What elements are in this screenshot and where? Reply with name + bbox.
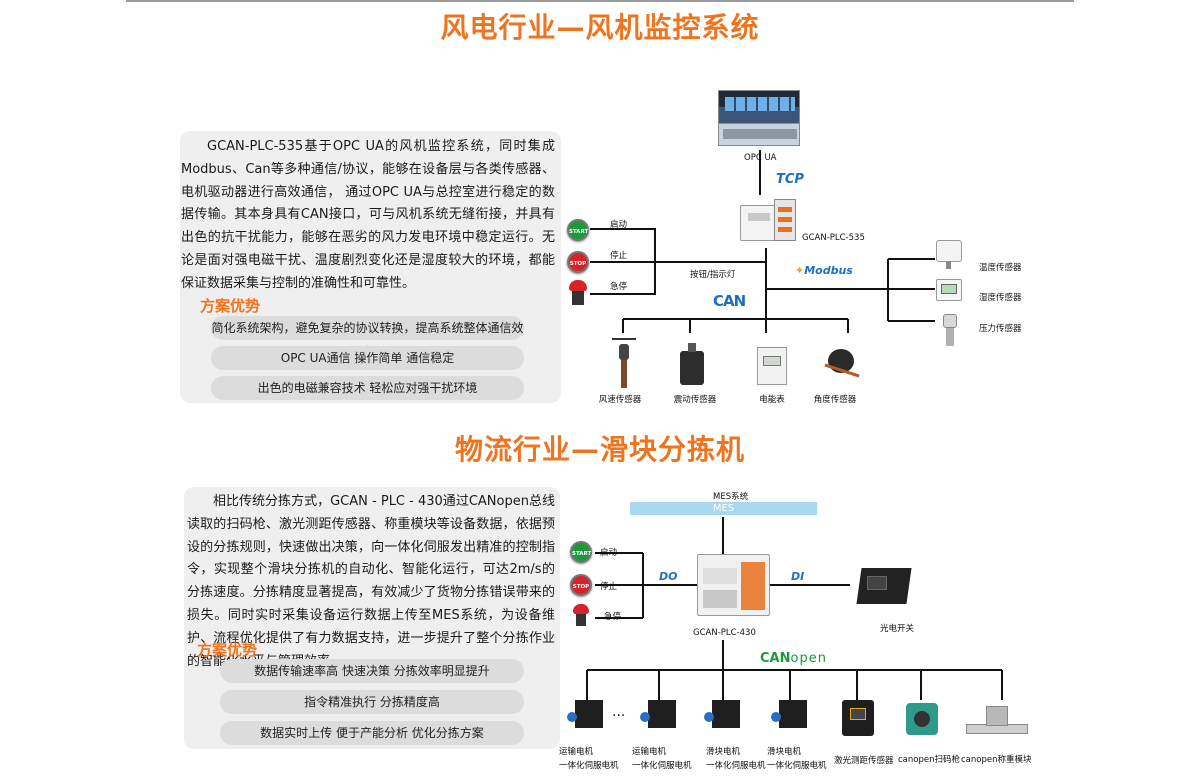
right-sensor-3-label: 压力传感器 [979,324,1022,334]
section1-advantage-2: OPC UA通信 操作简单 通信稳定 [211,346,524,370]
bottom-device-3-label: 电能表 [759,395,785,405]
start-button-icon-2: START [570,541,592,563]
section1-paragraph: GCAN-PLC-535基于OPC UA的风机监控系统，同时集成Modbus、C… [181,139,555,291]
di-label: DI [791,570,805,583]
servo-motor-3-image [704,700,742,736]
plc-535-device [740,195,796,248]
wind-speed-sensor-image [612,338,636,390]
control-room-desk [723,129,797,139]
canopen-open: open [790,651,827,666]
section2-advantage-1: 数据传输速率高 快速决策 分拣效率明显提升 [220,659,524,683]
stop-button-icon: STOP [567,251,589,273]
emergency-stop-icon-2 [572,604,590,626]
start-label-2: 启动 [600,548,618,558]
section1-title: 风电行业—风机监控系统 [440,11,760,44]
control-room-image [718,90,800,146]
servo-3-line2: 一体化伺服电机 [706,761,766,771]
bottom-device-2-label: 震动传感器 [673,395,717,405]
control-room-screens [725,97,795,111]
start-label: 启动 [610,220,628,230]
modbus-logo-mark: ✦ [795,264,805,277]
servo-2-line1: 运输电机 [632,747,667,757]
estop-label-2: 急停 [604,612,622,622]
right-sensor-1-label: 温度传感器 [979,263,1022,273]
scanner-image [906,703,938,735]
servo-4-line1: 滑块电机 [767,747,802,757]
section2-advantage-title: 方案优势 [197,641,258,659]
section2-title: 物流行业—滑块分拣机 [454,433,745,466]
laser-sensor-image [842,700,874,736]
section1-advantage-3: 出色的电磁兼容技术 轻松应对强干扰环境 [211,376,524,400]
can-label: CAN [713,292,746,310]
section1-advantage-title: 方案优势 [200,297,261,315]
humidity-sensor-image [936,279,962,301]
weighing-module-image [966,706,1028,740]
plc-430-device [697,554,770,624]
start-button-icon: START [567,219,589,241]
plc-535-label: GCAN-PLC-535 [802,233,865,243]
canopen-logo: CANopen [760,651,827,666]
stop-label: 停止 [610,251,628,261]
angle-sensor-image [824,345,860,385]
mes-bar: MES [630,502,817,515]
stop-label-2: 停止 [600,582,618,592]
scanner-label: canopen扫码枪 [898,755,960,765]
tcp-label: TCP [776,172,804,187]
photo-switch-label: 光电开关 [880,624,915,634]
servo-3-line1: 滑块电机 [706,747,741,757]
energy-meter-image [757,347,787,385]
canopen-can: CAN [760,651,791,666]
emergency-stop-icon [568,280,588,306]
servo-1-line1: 运输电机 [559,747,594,757]
right-sensor-2-label: 湿度传感器 [979,293,1022,303]
section2-advantage-3: 数据实时上传 便于产能分析 优化分拣方案 [220,721,524,745]
top-divider [126,0,1074,2]
pressure-sensor-image [943,314,957,347]
plc-430-label: GCAN-PLC-430 [693,628,756,638]
photoelectric-switch-image [853,562,913,607]
servo-4-line2: 一体化伺服电机 [767,761,827,771]
estop-label: 急停 [610,282,628,292]
laser-sensor-label: 激光测距传感器 [834,756,894,766]
servo-motor-2-image [640,700,678,736]
servo-motor-1-image [567,700,605,736]
do-label: DO [659,570,678,583]
modbus-label: Modbus [804,264,853,277]
button-light-label: 按钮/指示灯 [690,270,736,280]
servo-motor-4-image [771,700,809,736]
stop-button-icon-2: STOP [570,574,592,596]
bottom-device-1-label: 风速传感器 [598,395,642,405]
servo-1-line2: 一体化伺服电机 [559,761,619,771]
modbus-logo: ✦Modbus [795,264,853,277]
section2-advantage-2: 指令精准执行 分拣精度高 [220,690,524,714]
servo-2-line2: 一体化伺服电机 [632,761,692,771]
bottom-device-4-label: 角度传感器 [813,395,857,405]
mes-system-label: MES系统 [713,492,749,502]
ellipsis: ··· [612,708,626,724]
temperature-sensor-image [936,240,966,269]
weighing-label: canopen称重模块 [961,755,1032,765]
section2-paragraph: 相比传统分拣方式，GCAN - PLC - 430通过CANopen总线读取的扫… [187,494,555,669]
opc-ua-label: OPC UA [744,153,777,163]
vibration-sensor-image [680,343,704,387]
